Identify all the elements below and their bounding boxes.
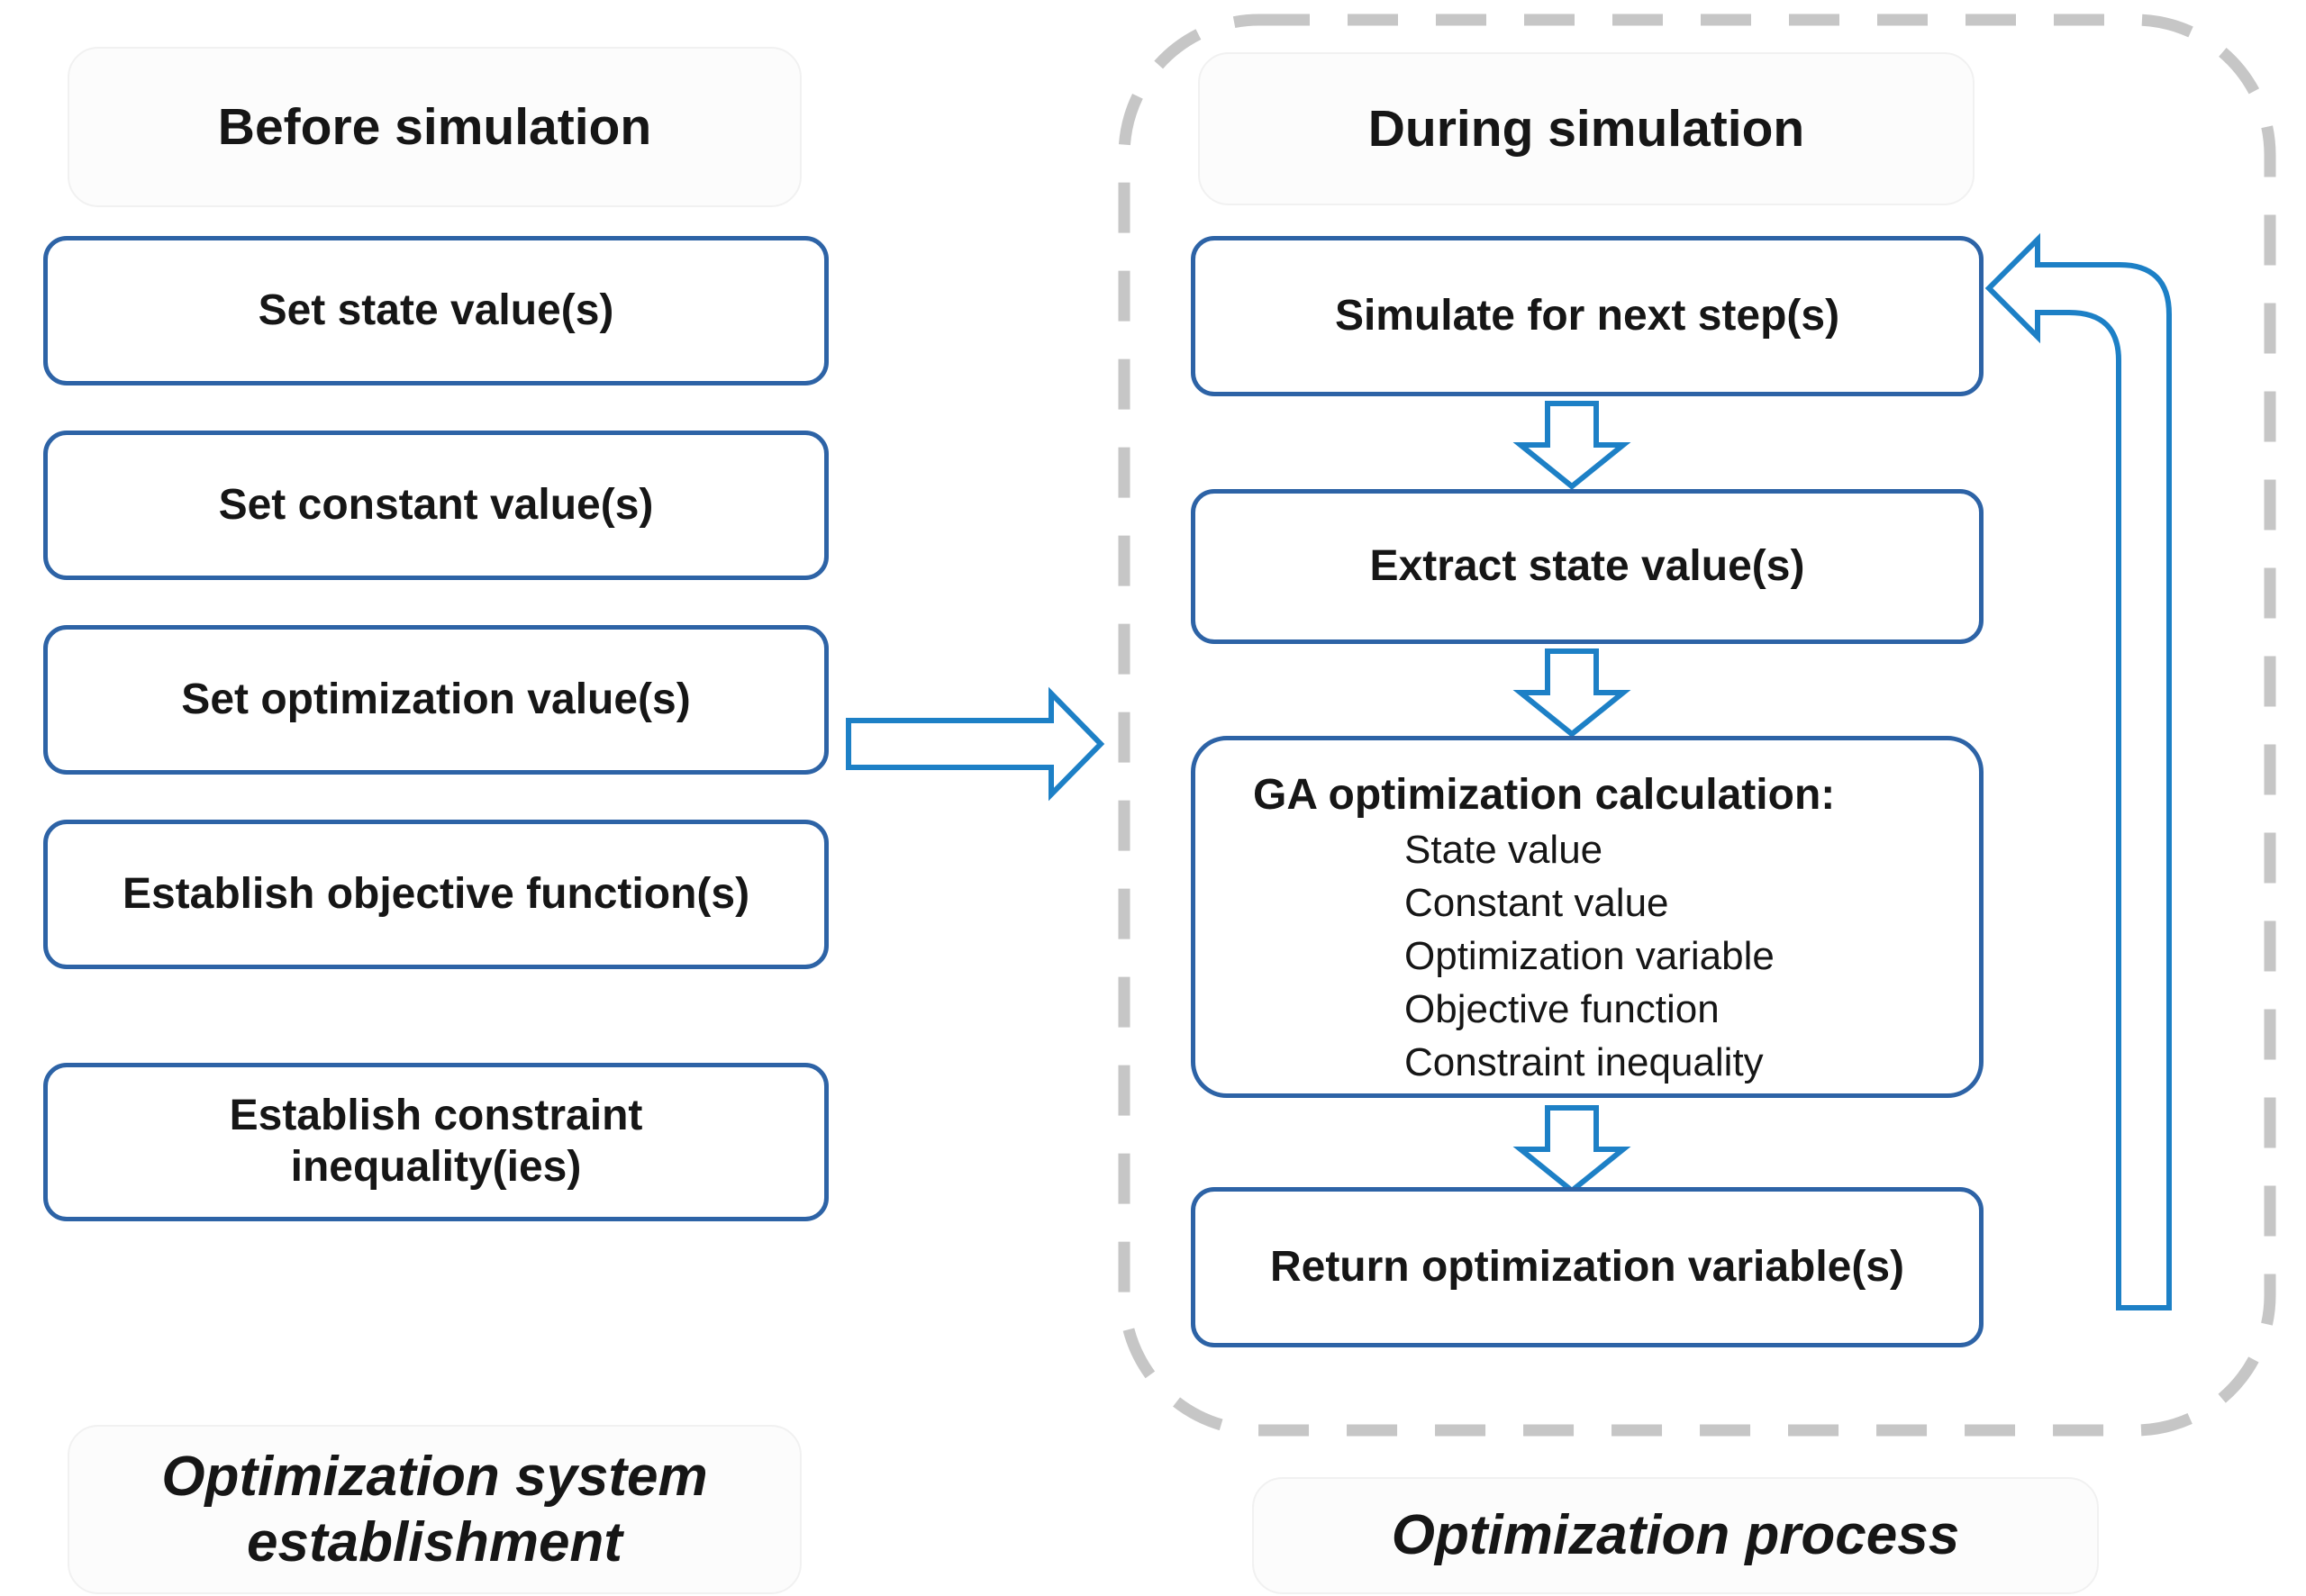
- box-set-state-values-label: Set state value(s): [258, 286, 614, 334]
- feedback-loop-arrow-icon: [1984, 232, 2172, 1310]
- ga-optimization-title: GA optimization calculation:: [1253, 771, 1836, 819]
- flow-arrow-right-icon: [846, 686, 1105, 802]
- box-return-optimization-variables-label: Return optimization variable(s): [1269, 1242, 1905, 1291]
- during-simulation-title: During simulation: [1367, 100, 1805, 158]
- box-simulate-next-steps: Simulate for next step(s): [1191, 236, 1984, 396]
- box-extract-state-values-label: Extract state value(s): [1369, 541, 1805, 590]
- during-simulation-header: During simulation: [1198, 52, 1975, 205]
- flow-arrow-down-icon-2: [1512, 648, 1631, 738]
- ga-item-constant-value: Constant value: [1404, 881, 1669, 925]
- flow-arrow-down-icon-1: [1512, 401, 1631, 490]
- ga-item-state-value: State value: [1404, 828, 1603, 872]
- box-return-optimization-variables: Return optimization variable(s): [1191, 1187, 1984, 1347]
- optimization-process-footer: Optimization process: [1252, 1477, 2099, 1594]
- box-set-constant-values-label: Set constant value(s): [218, 480, 654, 529]
- box-set-state-values: Set state value(s): [43, 236, 829, 385]
- box-set-optimization-values: Set optimization value(s): [43, 625, 829, 775]
- box-simulate-next-steps-label: Simulate for next step(s): [1334, 291, 1840, 340]
- box-set-constant-values: Set constant value(s): [43, 431, 829, 580]
- box-establish-constraint-inequalities: Establish constraint inequality(ies): [43, 1063, 829, 1221]
- ga-item-constraint-inequality: Constraint inequality: [1404, 1040, 1764, 1084]
- box-establish-objective-functions-label: Establish objective function(s): [122, 869, 750, 918]
- optimization-system-establishment-label: Optimization system establishment: [161, 1445, 708, 1573]
- optimization-process-label: Optimization process: [1391, 1504, 1960, 1567]
- optimization-process-boundary: [1118, 14, 2276, 1437]
- box-establish-objective-functions: Establish objective function(s): [43, 820, 829, 969]
- ga-item-optimization-variable: Optimization variable: [1404, 934, 1775, 978]
- box-establish-constraint-inequalities-label: Establish constraint inequality(ies): [229, 1092, 643, 1191]
- box-set-optimization-values-label: Set optimization value(s): [181, 675, 691, 723]
- before-simulation-header: Before simulation: [68, 47, 802, 207]
- ga-optimization-item-list: State value Constant value Optimization …: [1404, 823, 1961, 1089]
- optimization-system-establishment-footer: Optimization system establishment: [68, 1425, 802, 1594]
- ga-item-objective-function: Objective function: [1404, 987, 1720, 1031]
- box-extract-state-values: Extract state value(s): [1191, 489, 1984, 644]
- flow-arrow-down-icon-3: [1512, 1105, 1631, 1194]
- before-simulation-title: Before simulation: [217, 98, 652, 156]
- box-ga-optimization-calculation: GA optimization calculation: State value…: [1191, 736, 1984, 1098]
